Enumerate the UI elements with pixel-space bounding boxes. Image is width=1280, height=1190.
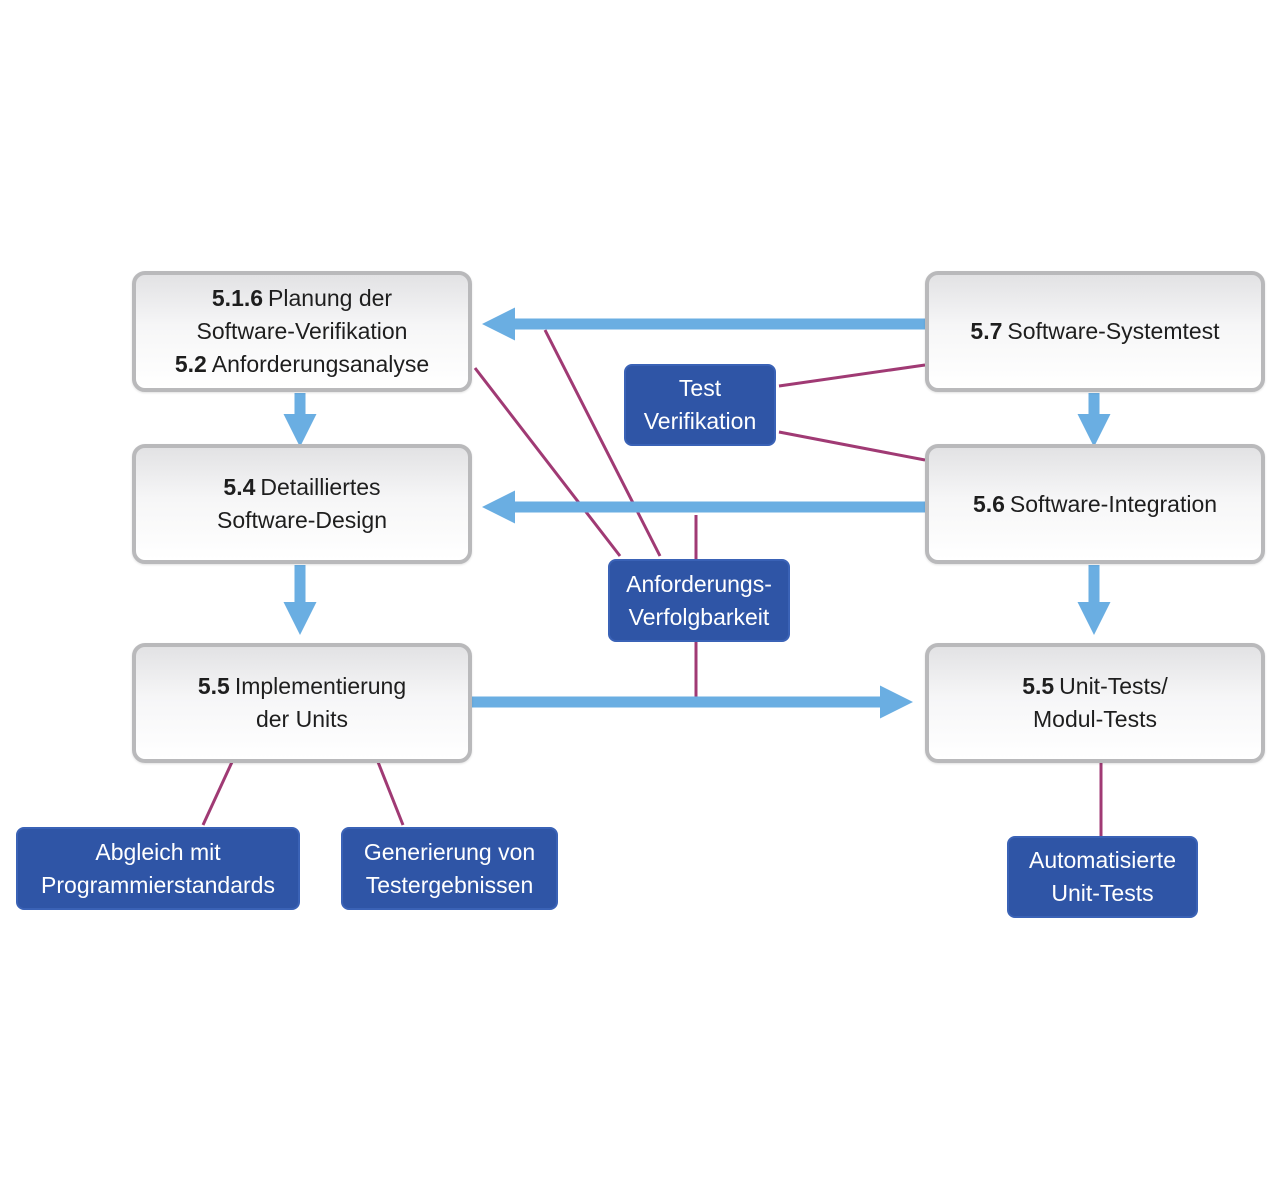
tool-traceability: Anforderungs- Verfolgbarkeit (608, 559, 790, 642)
link-systemtest-testverif (778, 363, 926, 388)
tool-automated-unit-tests: Automatisierte Unit-Tests (1007, 836, 1198, 918)
link-lines (201, 329, 1103, 836)
link-impl-test-results (376, 761, 405, 826)
tool-test-results: Generierung von Testergebnissen (341, 827, 558, 910)
tool-test-verification: Test Verifikation (624, 364, 776, 446)
link-impl-coding-standards (201, 761, 234, 826)
link-integration-testverif (778, 430, 926, 462)
link-planning-traceability (473, 367, 622, 557)
link-arrow-traceability (543, 329, 662, 557)
tool-coding-standards: Abgleich mit Programmierstandards (16, 827, 300, 910)
